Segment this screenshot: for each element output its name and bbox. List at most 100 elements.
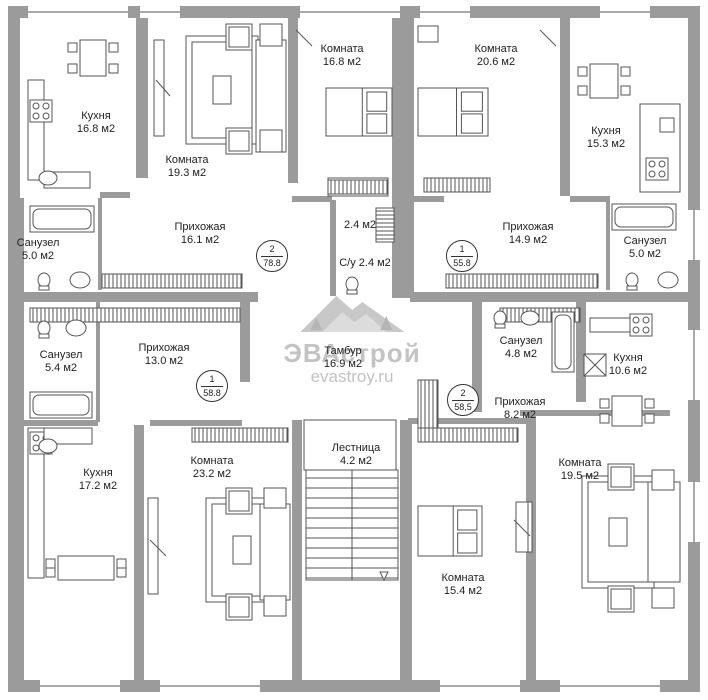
stove-ne-burner-icon — [658, 160, 666, 168]
bathtub-nw-basin — [32, 208, 92, 230]
stair-direction-arrow-icon — [379, 571, 389, 582]
fridge-cross — [583, 353, 607, 377]
dining-table-ne-chair — [577, 85, 588, 96]
washbasin-se — [520, 310, 540, 326]
stove-se-burner-icon — [632, 326, 640, 334]
watermark-url: evastroy.ru — [310, 367, 394, 386]
stove-nw — [29, 99, 53, 123]
stove-nw-burner-icon — [32, 112, 40, 120]
watermark: ЭВАстрой evastroy.ru — [283, 290, 420, 387]
bathtub-se-basin — [554, 314, 572, 370]
dining-table-sw-chair — [116, 558, 127, 569]
radiator-room-sw — [191, 427, 289, 443]
wall — [472, 302, 482, 412]
room-label-wc-n: С/у 2.4 м2 — [339, 257, 391, 269]
wall-corridor-north — [410, 292, 700, 302]
armchair-se-seat — [610, 466, 632, 488]
rug-se-table — [608, 517, 628, 547]
wall — [288, 18, 298, 183]
bathtub-ne-basin — [614, 206, 674, 228]
dining-table-sw-chair — [116, 567, 127, 578]
side-table-nw — [259, 23, 283, 47]
washbasin-sw — [65, 319, 87, 337]
wall — [8, 198, 24, 298]
bathtub-sw-basin — [32, 394, 90, 416]
stove-se — [629, 313, 653, 337]
armchair-nw-seat — [228, 26, 250, 48]
toilet-se-tank — [494, 323, 506, 329]
stove-se-burner-icon — [642, 326, 650, 334]
kitchen-counter-nw — [27, 79, 45, 181]
kitchen-counter-se — [589, 317, 631, 333]
wall — [96, 302, 100, 422]
room-label-closet-n: 2.4 м2 — [343, 219, 377, 231]
wall — [400, 200, 406, 296]
stove-se-burner-icon — [632, 316, 640, 324]
bed-s-pillow-icon — [457, 509, 478, 531]
wardrobe-nw — [153, 39, 165, 137]
toilet-sw — [37, 320, 51, 336]
toilet-nw — [37, 272, 51, 288]
radiator-ne — [423, 177, 491, 193]
wall — [330, 200, 336, 296]
sofa-se — [647, 481, 681, 583]
wall — [570, 196, 610, 202]
door-swing — [149, 539, 167, 557]
armchair-se-seat — [610, 588, 632, 610]
side-table-se — [651, 469, 675, 491]
dining-table-se — [611, 395, 643, 427]
stove-ne — [645, 157, 669, 181]
stove-se-burner-icon — [642, 316, 650, 324]
side-table-sw — [263, 487, 287, 509]
wall — [414, 196, 444, 202]
wardrobe-sw — [147, 497, 159, 595]
dining-table-ne — [589, 63, 619, 99]
toilet-sw-tank — [38, 333, 50, 339]
sink-sw — [38, 438, 58, 454]
stove-ne-burner-icon — [658, 170, 666, 178]
door-swing — [155, 79, 171, 97]
dining-table-nw-chair — [67, 63, 78, 74]
side-table-sw — [263, 595, 287, 617]
watermark-name: ЭВАстрой — [283, 338, 421, 368]
dining-table-nw — [79, 39, 107, 77]
kitchen-counter-sw — [27, 427, 45, 579]
dining-table-sw-chair — [45, 558, 56, 569]
wall-corridor-north — [8, 292, 258, 302]
wall-stair-east — [400, 420, 412, 680]
dining-table-nw-chair — [108, 42, 119, 53]
wall — [100, 192, 130, 198]
wall — [150, 420, 242, 426]
wall — [98, 198, 102, 290]
rug-nw-table — [212, 75, 232, 105]
dining-table-se-chair — [599, 413, 610, 424]
washbasin-ne — [657, 271, 679, 289]
radiator-closet-n — [375, 207, 395, 243]
wall-stair-west — [292, 420, 302, 680]
toilet-se — [493, 310, 507, 326]
wall — [576, 302, 586, 402]
stove-nw-burner-icon — [32, 102, 40, 110]
dining-table-sw — [57, 555, 115, 581]
nightstand-ne — [417, 25, 439, 43]
wall — [240, 302, 250, 382]
